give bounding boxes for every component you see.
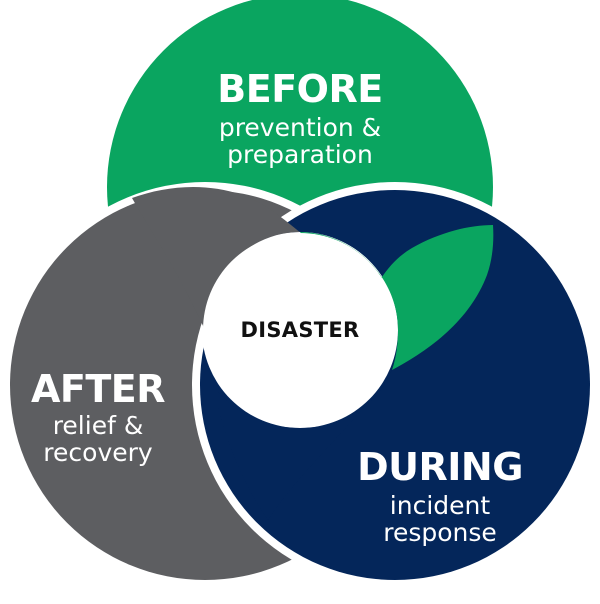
center-disc-top <box>203 233 397 427</box>
during-subtitle-line1: incident <box>389 491 491 520</box>
after-subtitle-line1: relief & <box>52 411 144 440</box>
after-phase-wedge <box>132 186 300 330</box>
before-phase-label: BEFORE prevention & preparation <box>180 70 420 168</box>
during-subtitle-line2: response <box>383 518 497 547</box>
before-title: BEFORE <box>217 67 383 111</box>
during-phase-label: DURING incident response <box>330 448 550 546</box>
after-subtitle-line2: recovery <box>43 438 153 467</box>
center-label: DISASTER <box>240 318 360 342</box>
during-phase-wedge <box>213 370 392 520</box>
during-title: DURING <box>357 445 523 489</box>
after-phase-label: AFTER relief & recovery <box>8 370 188 466</box>
after-title: AFTER <box>30 367 166 411</box>
before-subtitle-line1: prevention & <box>218 113 382 142</box>
before-subtitle-line2: preparation <box>227 140 373 169</box>
